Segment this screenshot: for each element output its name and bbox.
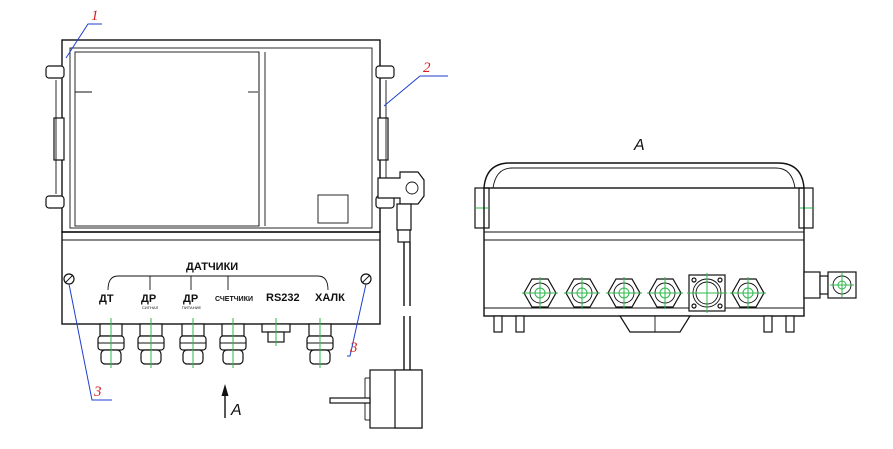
- side-glands: [522, 273, 766, 313]
- port-label-dr-signal: ДР: [141, 293, 156, 305]
- view-arrow-label: А: [230, 402, 242, 419]
- rs232-connector: [261, 318, 291, 346]
- power-plug: [329, 369, 423, 429]
- callout-1: 1: [91, 8, 99, 24]
- port-sublabel-signal: СИГНАЛ: [142, 305, 159, 310]
- enclosure-lid: [61, 39, 381, 233]
- port-label-rs232: RS232: [266, 292, 300, 304]
- connector-panel: [61, 231, 381, 325]
- port-label-counters: СЧЕТЧИКИ: [215, 296, 253, 303]
- label-plate: [317, 194, 349, 224]
- front-view: ДАТЧИКИ ДТ ДР СИГНАЛ ДР ПИТАНИЕ СЧЕТЧИКИ…: [45, 8, 448, 429]
- view-arrow: А: [221, 384, 242, 419]
- callout-3-right: 3: [349, 340, 358, 356]
- callout-2: 2: [423, 60, 431, 76]
- side-view-label: А: [633, 137, 645, 154]
- side-view-a: А: [474, 137, 857, 333]
- port-label-halk: ХАЛК: [315, 292, 345, 304]
- port-label-dt: ДТ: [99, 293, 114, 305]
- callout-3-left: 3: [93, 384, 102, 400]
- panel-title: ДАТЧИКИ: [186, 261, 238, 273]
- cable-glands: [97, 318, 334, 368]
- side-right-connector: [803, 271, 857, 299]
- port-label-dr-power: ДР: [183, 293, 198, 305]
- port-sublabel-power: ПИТАНИЕ: [182, 305, 201, 310]
- callouts: 1 2 3 3: [65, 8, 448, 401]
- side-lid: [483, 162, 805, 189]
- side-cable: [377, 171, 425, 370]
- side-square-connector: [687, 273, 727, 313]
